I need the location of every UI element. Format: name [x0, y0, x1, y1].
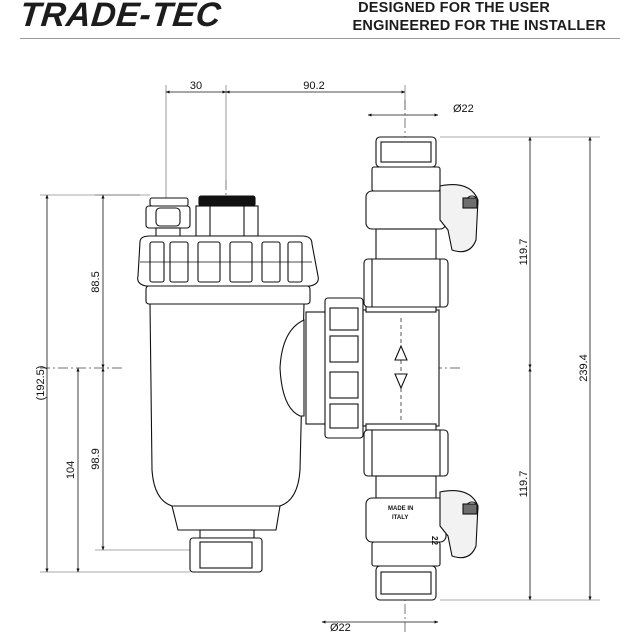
lower-valve: [363, 429, 479, 601]
tagline-engineered: ENGINEERED FOR THE INSTALLER: [352, 18, 606, 34]
dim-88-5-text: 88.5: [90, 271, 102, 292]
filter-body: [137, 195, 319, 573]
dim-98-9-text: 98.9: [90, 448, 102, 469]
dim-pipe-top-text: Ø22: [453, 103, 474, 115]
italy-text: ITALY: [392, 515, 408, 521]
dim-30-text: 30: [190, 80, 202, 92]
tagline-designed: DESIGNED FOR THE USER: [358, 0, 550, 16]
dim-90-2-text: 90.2: [303, 80, 324, 92]
dim-119-7-lower-text: 119.7: [518, 471, 530, 498]
union-and-flow-body: [305, 297, 440, 439]
header-divider: [20, 38, 620, 39]
made-in-text: MADE IN: [388, 506, 413, 512]
dim-104-text: 104: [65, 461, 77, 479]
upper-valve: [363, 136, 479, 308]
dim-pipe-bottom-text: Ø22: [330, 622, 351, 634]
size-mark-text: 22: [430, 536, 439, 545]
dim-192-5-text: (192.5): [35, 366, 47, 401]
dim-119-7-upper-text: 119.7: [518, 239, 530, 266]
dim-239-4-text: 239.4: [578, 354, 590, 382]
extension-lines: [40, 85, 600, 601]
